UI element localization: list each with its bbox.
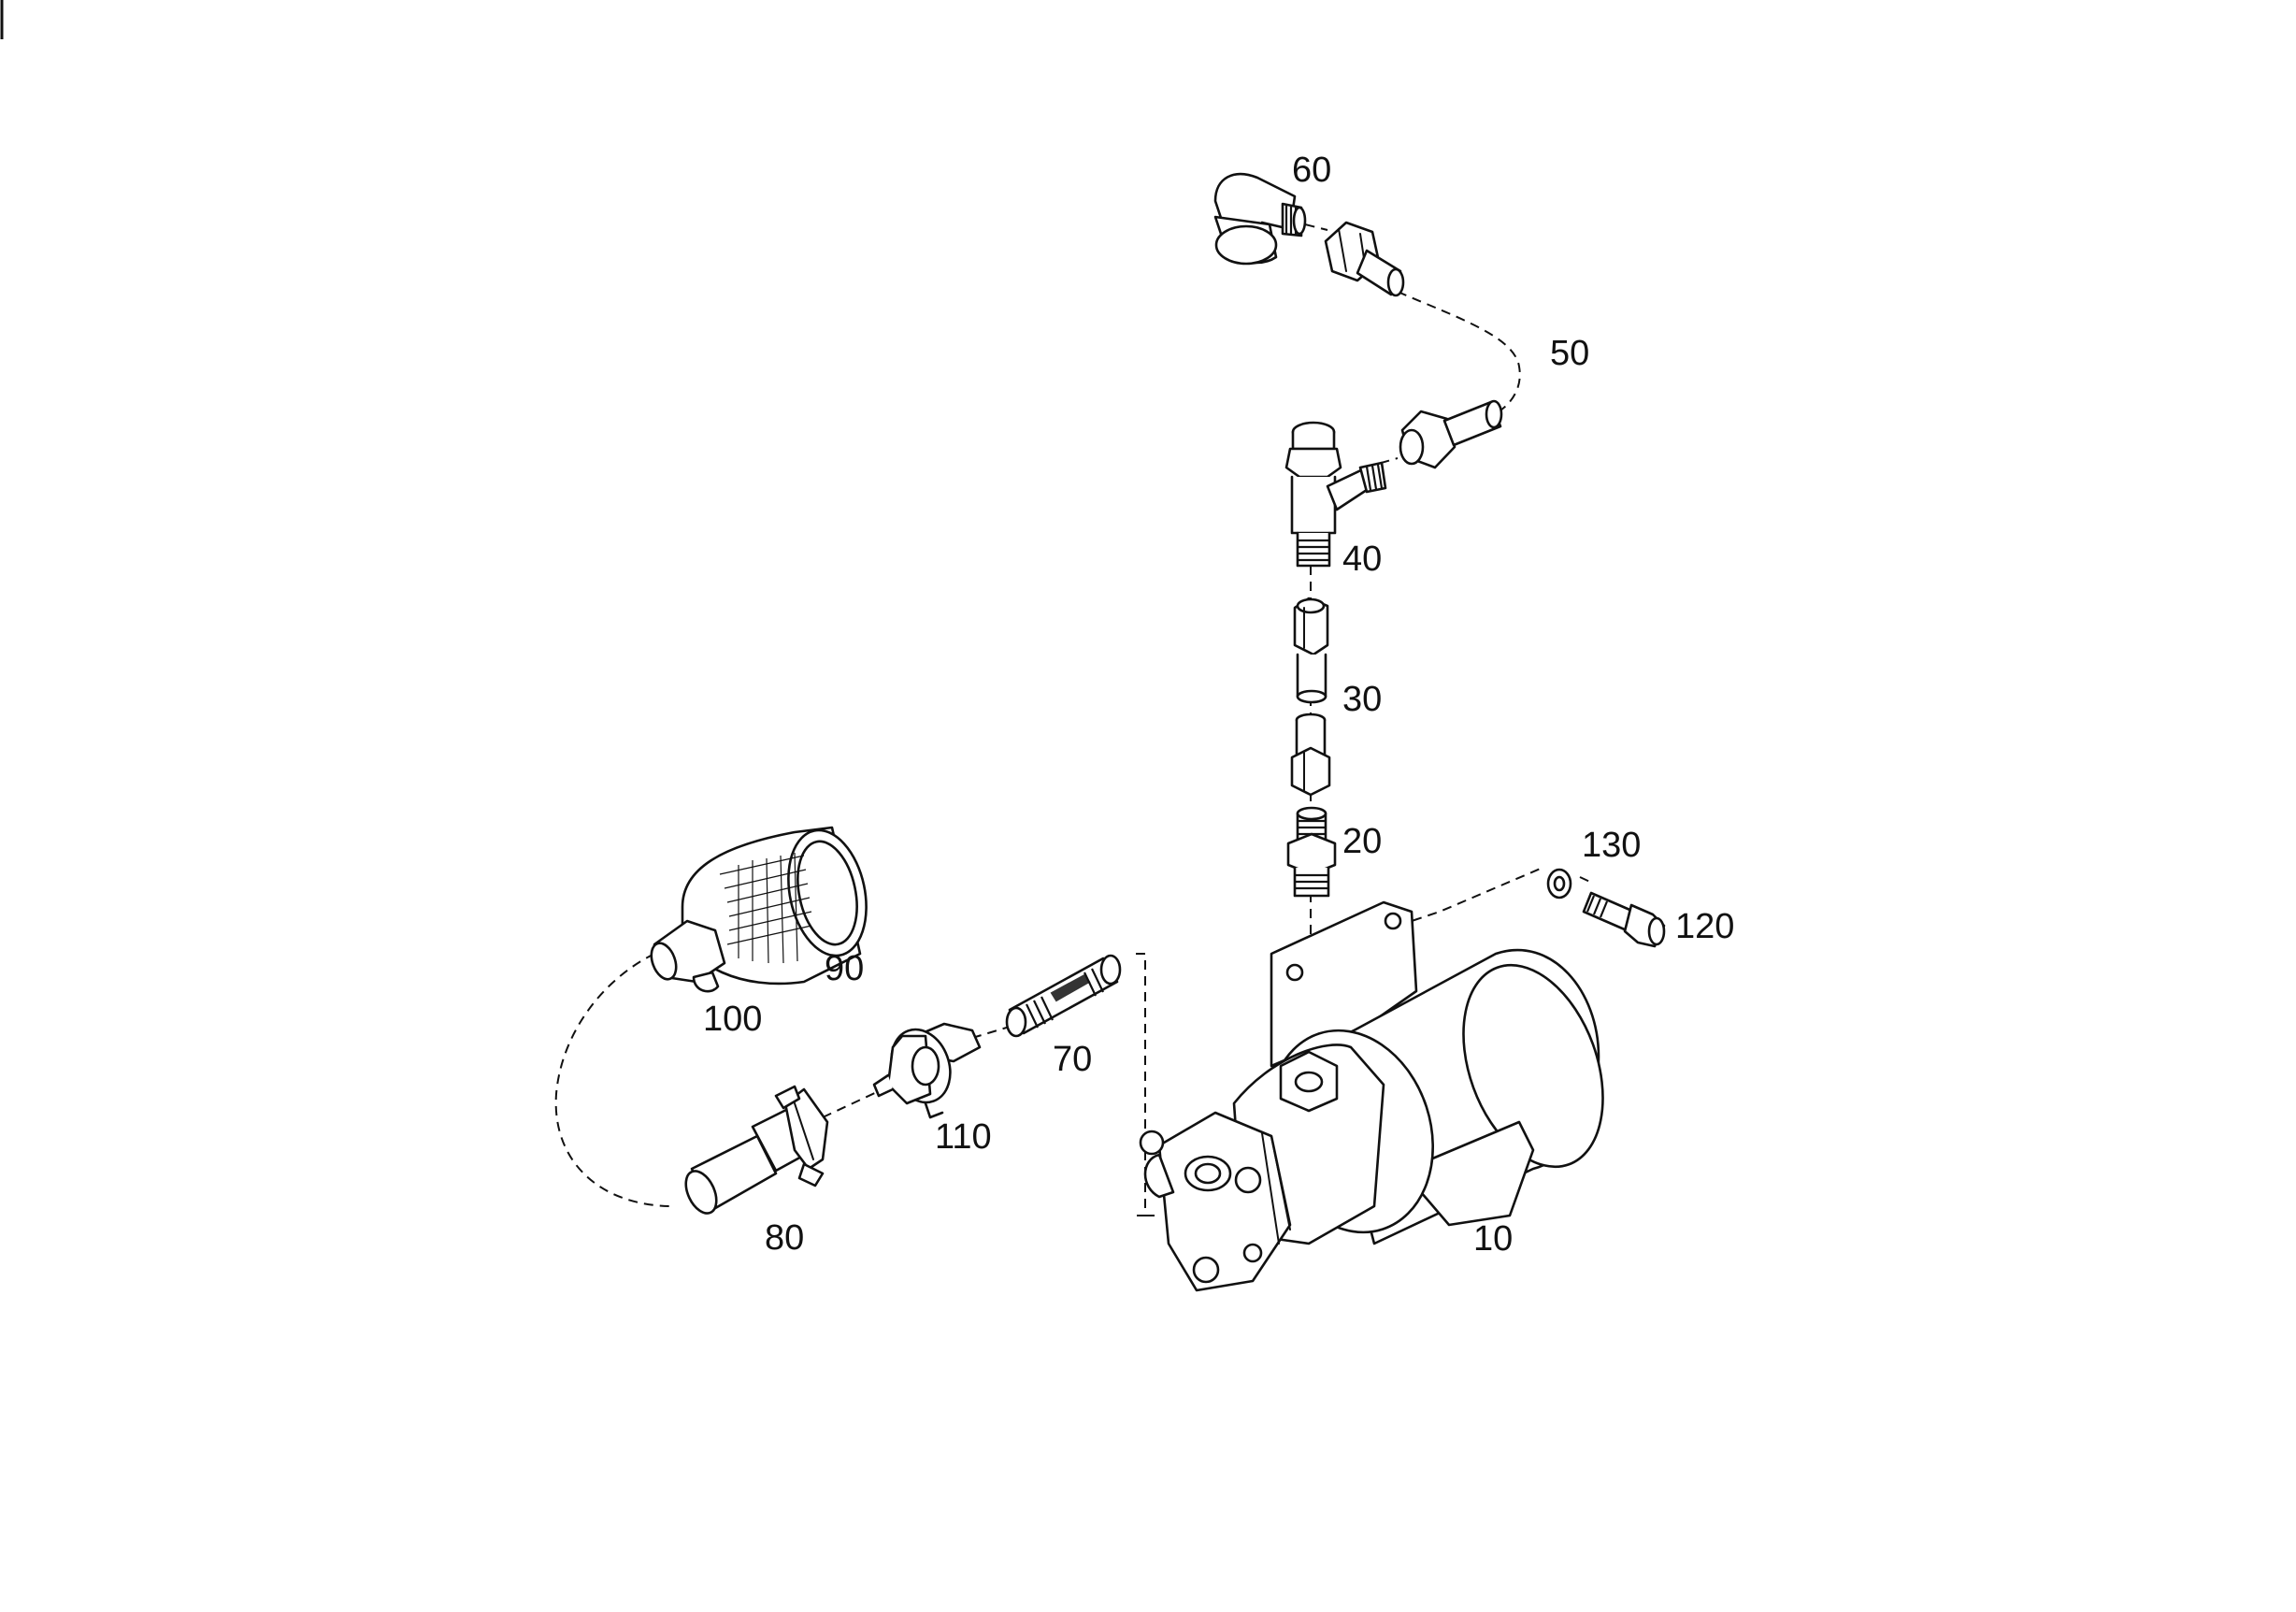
callout-30: 30 <box>1342 680 1382 719</box>
callout-130: 130 <box>1582 826 1641 865</box>
callout-labels: 10 20 30 40 50 60 70 80 90 100 110 120 1… <box>703 151 1734 1259</box>
part-10-pump-motor-assembly <box>1139 900 1604 1292</box>
callout-100: 100 <box>703 1000 762 1039</box>
part-110-coupling <box>872 1022 982 1119</box>
part-90-filter <box>681 826 868 986</box>
callout-60: 60 <box>1292 151 1331 190</box>
part-70-pipe-nipple <box>1005 954 1122 1038</box>
callout-50: 50 <box>1550 334 1589 373</box>
part-20-adapter-fitting <box>1286 806 1337 898</box>
callout-20: 20 <box>1342 822 1382 861</box>
part-60-elbow-fitting <box>1213 172 1307 266</box>
part-80-hose-coupling <box>684 1085 829 1215</box>
callout-40: 40 <box>1342 540 1382 579</box>
part-120-bolt <box>1582 891 1666 948</box>
part-40-tee-fitting <box>1284 421 1387 568</box>
callout-10: 10 <box>1473 1219 1513 1259</box>
callout-80: 80 <box>765 1218 804 1258</box>
part-100-nozzle <box>650 919 726 993</box>
part-130-washer <box>1546 868 1572 900</box>
callout-70: 70 <box>1053 1040 1092 1079</box>
part-30-hose <box>1290 597 1331 797</box>
callout-110: 110 <box>935 1117 992 1157</box>
callout-120: 120 <box>1675 907 1734 946</box>
part-50-hose-assembly <box>1324 221 1503 469</box>
callout-90: 90 <box>825 949 864 988</box>
